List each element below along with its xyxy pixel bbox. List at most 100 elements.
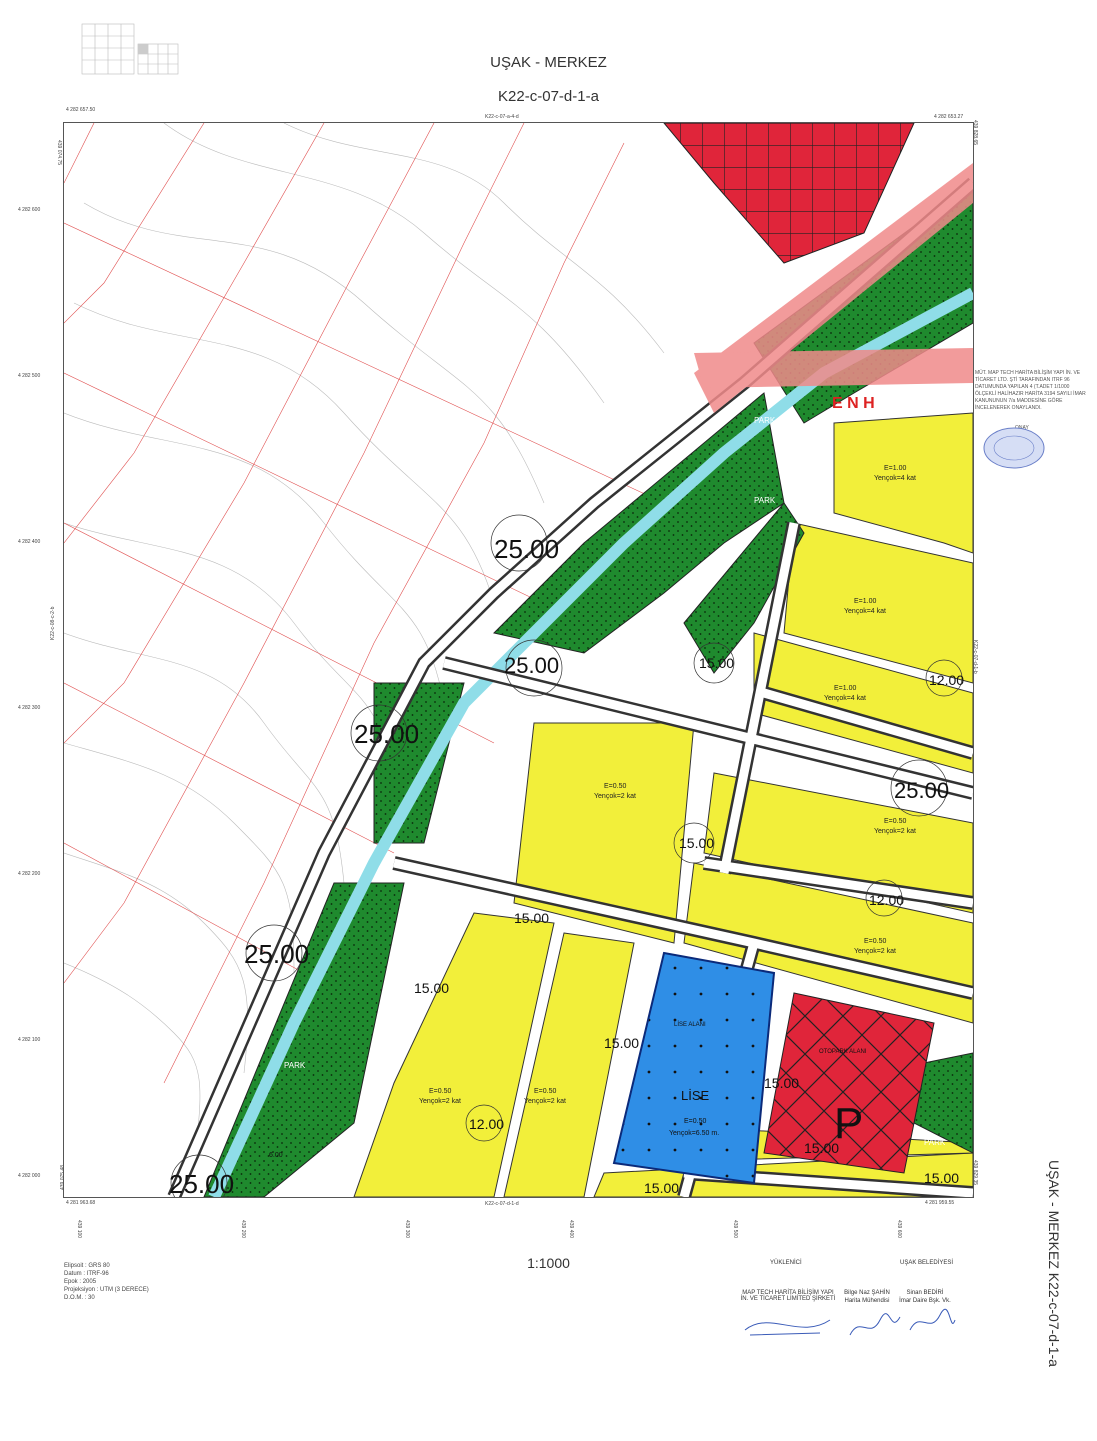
residential-params: E=1.00 bbox=[884, 465, 906, 472]
sheet-left-neighbor: K22-c-08-c-2-b bbox=[50, 606, 56, 640]
road-width-label: 15.00 bbox=[644, 1180, 679, 1196]
info-value: : 30 bbox=[84, 1295, 95, 1301]
projection-info: Elipsoit : GRS 80 Datum : ITRF-96 Epok :… bbox=[64, 1262, 149, 1302]
easting-label: 439 400 bbox=[568, 1220, 574, 1239]
residential-block bbox=[353, 912, 555, 1197]
info-value: : GRS 80 bbox=[85, 1263, 110, 1269]
corner-bottom-left-n: 4 281 963.68 bbox=[66, 1200, 96, 1206]
enh-band bbox=[694, 163, 973, 413]
sheet-bottom-neighbor: K22-c-07-d-1-d bbox=[485, 1201, 519, 1207]
residential-height: Yençok=2 kat bbox=[874, 828, 916, 835]
mayor-title: İmar Daire Bşk. Vk. bbox=[899, 1298, 951, 1304]
municipality-header: UŞAK BELEDİYESİ bbox=[900, 1260, 954, 1266]
residential-height: Yençok=4 kat bbox=[874, 475, 916, 482]
road-width-label: 15.00 bbox=[804, 1140, 839, 1156]
residential-height: Yençok=2 kat bbox=[854, 948, 896, 955]
stamp-label: ONAY bbox=[1015, 425, 1029, 431]
info-value: : ITRF-96 bbox=[83, 1271, 109, 1277]
easting-label: 439 200 bbox=[240, 1220, 246, 1239]
residential-params: E=0.50 bbox=[534, 1088, 556, 1095]
easting-label: 439 100 bbox=[76, 1220, 82, 1239]
info-label: Elipsoit bbox=[64, 1263, 84, 1269]
residential-params: E=1.00 bbox=[834, 685, 856, 692]
corner-top-right-n: 4 282 653.27 bbox=[934, 114, 964, 120]
map-title: UŞAK - MERKEZ bbox=[490, 54, 607, 71]
road-width-label: 25.00 bbox=[354, 719, 419, 749]
approval-note: MÜT. MAP TECH HARİTA BİLİŞİM YAPI İN. VE… bbox=[975, 370, 1086, 411]
school-area-label: LİSE ALANI bbox=[674, 1021, 706, 1028]
road-width-label: 25.00 bbox=[894, 778, 949, 803]
road-width-label: 15.00 bbox=[764, 1075, 799, 1091]
parking-label: P bbox=[834, 1099, 863, 1148]
sheet-top-neighbor: K22-c-07-a-4-d bbox=[485, 114, 519, 120]
residential-block bbox=[703, 772, 973, 914]
school-label: LİSE bbox=[681, 1088, 710, 1103]
northing-label: 4 282 400 bbox=[18, 539, 41, 545]
northing-label: 4 282 600 bbox=[18, 207, 41, 213]
road-width-label: 25.00 bbox=[169, 1169, 234, 1197]
residential-params: E=0.50 bbox=[864, 938, 886, 945]
mayor-name: Sinan BEDİRİ bbox=[906, 1290, 944, 1296]
road-width-label: 15.00 bbox=[924, 1170, 959, 1186]
zoning-map[interactable]: E N H LİSE ALANI LİSE E=0.50 Yençok=6.50… bbox=[63, 122, 974, 1198]
northing-label: 4 282 200 bbox=[18, 871, 41, 877]
sheet-index-diagram bbox=[80, 22, 190, 82]
road-width-label: 15.00 bbox=[414, 980, 449, 996]
northing-label: 4 282 500 bbox=[18, 373, 41, 379]
residential-height: Yençok=4 kat bbox=[824, 695, 866, 702]
parking-zone bbox=[763, 992, 935, 1174]
corner-bottom-right-n: 4 281 959.55 bbox=[925, 1200, 955, 1206]
school-zone bbox=[612, 951, 776, 1185]
map-scale: 1:1000 bbox=[527, 1255, 570, 1271]
engineer-title: Harita Mühendisi bbox=[844, 1298, 890, 1304]
park-label: PARK bbox=[924, 1138, 946, 1147]
northing-label: 4 282 300 bbox=[18, 705, 41, 711]
info-label: Datum bbox=[64, 1271, 82, 1277]
road-width-label: 15.00 bbox=[679, 835, 714, 851]
road-width-label: 12.00 bbox=[869, 892, 904, 908]
residential-height: Yençok=2 kat bbox=[524, 1098, 566, 1105]
park-block bbox=[373, 682, 465, 844]
school-params: E=0.50 bbox=[684, 1118, 706, 1125]
residential-block bbox=[513, 722, 695, 944]
park-label: PARK bbox=[284, 1061, 306, 1070]
road-width-label: 25.00 bbox=[244, 939, 309, 969]
easting-label: 439 600 bbox=[896, 1220, 902, 1239]
info-value: : UTM (3 DERECE) bbox=[96, 1287, 149, 1293]
info-label: D.O.M. bbox=[64, 1295, 83, 1301]
road-width-label: 15.00 bbox=[699, 655, 734, 671]
road-width-label: 15.00 bbox=[604, 1035, 639, 1051]
road-width-label: 15.00 bbox=[514, 910, 549, 926]
road-width-label: 25.00 bbox=[504, 653, 559, 678]
approval-stamp bbox=[982, 418, 1046, 472]
enh-label: E N H bbox=[832, 395, 875, 412]
residential-height: Yençok=2 kat bbox=[419, 1098, 461, 1105]
road-width-label: 12.00 bbox=[469, 1116, 504, 1132]
company-name: MAP TECH HARİTA BİLİŞİM YAPI İN. VE TİCA… bbox=[740, 1290, 836, 1302]
engineer-name: Bilge Naz ŞAHİN bbox=[844, 1290, 890, 1296]
residential-block bbox=[783, 522, 973, 684]
residential-params: E=0.50 bbox=[604, 783, 626, 790]
info-value: : 2005 bbox=[79, 1279, 97, 1285]
park-label: PARK bbox=[444, 766, 466, 775]
northing-label: 4 282 100 bbox=[18, 1037, 41, 1043]
sheet-code: K22-c-07-d-1-a bbox=[498, 88, 599, 105]
residential-block bbox=[833, 412, 973, 554]
info-label: Projeksiyon bbox=[64, 1287, 96, 1293]
road-width-label: 12.00 bbox=[929, 672, 964, 688]
signatures-drawing bbox=[740, 1305, 960, 1345]
canal bbox=[208, 287, 973, 1197]
road-width-label: 6.00 bbox=[269, 1152, 283, 1159]
info-label: Epok bbox=[64, 1279, 78, 1285]
red-grid-zone bbox=[663, 123, 915, 264]
parking-area-label: OTOPARK ALANI bbox=[819, 1049, 867, 1055]
contractor-header: YÜKLENİCİ bbox=[770, 1260, 802, 1266]
road-width-circles bbox=[170, 514, 963, 1197]
residential-params: E=0.50 bbox=[884, 818, 906, 825]
corner-top-left-e: 439 074.75 bbox=[56, 140, 62, 166]
contour-lines bbox=[64, 123, 665, 1164]
side-title: UŞAK - MERKEZ K22-c-07-d-1-a bbox=[1046, 1160, 1062, 1367]
easting-label: 439 500 bbox=[732, 1220, 738, 1239]
park-label: PARK bbox=[754, 416, 776, 425]
corner-top-left-n: 4 282 657.50 bbox=[66, 107, 96, 113]
